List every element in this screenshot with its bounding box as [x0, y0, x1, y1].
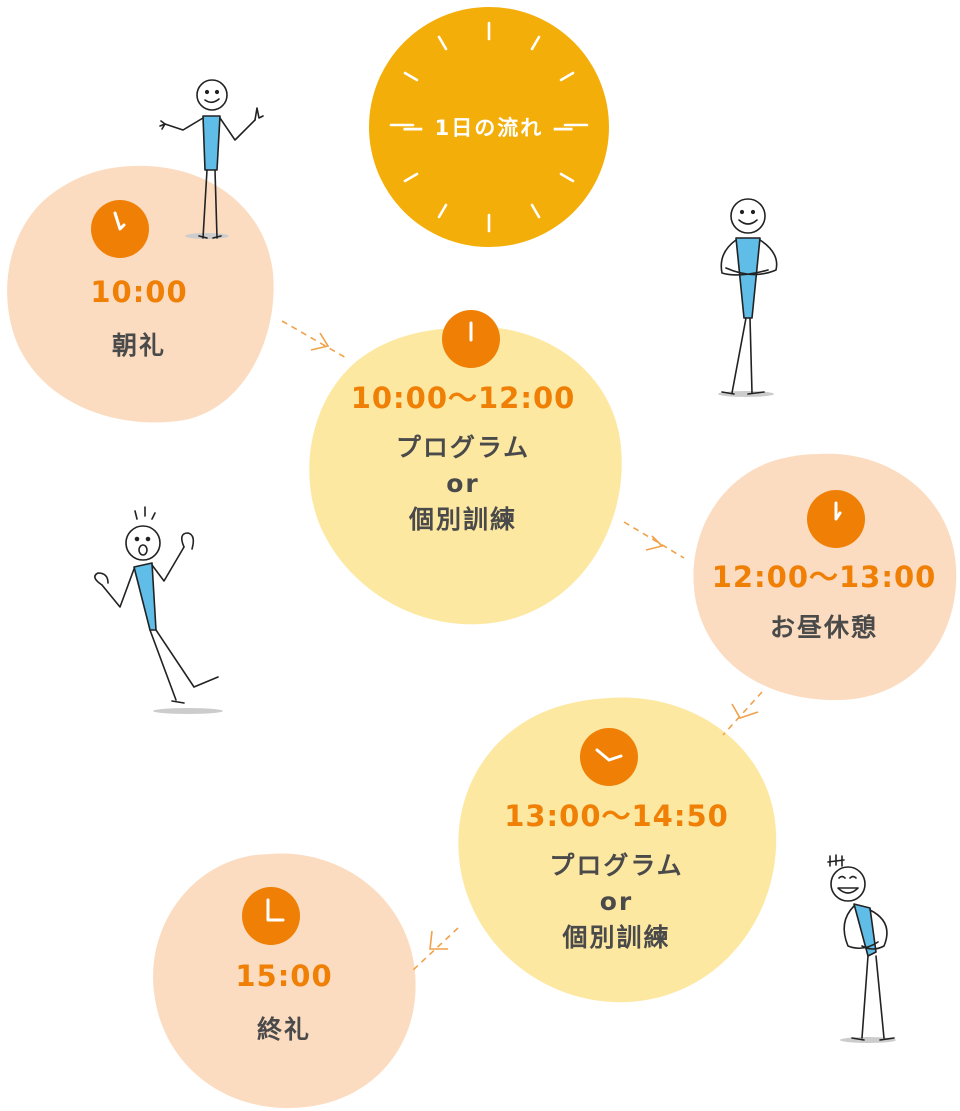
stick-figure-surprised	[90, 505, 230, 720]
clock-icon	[242, 887, 300, 945]
blob-background	[7, 165, 274, 423]
step-card-lunch-break: 12:00〜13:00 お昼休憩	[690, 452, 958, 702]
stick-figure-arms-crossed	[708, 198, 788, 403]
blob-background	[458, 697, 777, 1003]
clock-icon	[91, 200, 149, 258]
blob-background	[693, 453, 957, 701]
step-card-closing-meeting: 15:00 終礼	[150, 852, 418, 1110]
title-sun-badge: — 1日の流れ —	[367, 7, 611, 251]
step-time: 10:00〜12:00	[350, 381, 576, 415]
stick-figure-laughing	[818, 852, 918, 1052]
step-label: プログラム or 個別訓練	[549, 851, 684, 952]
step-label: 朝礼	[111, 331, 166, 360]
clock-icon	[580, 728, 638, 786]
step-card-morning-meeting: 10:00 朝礼	[3, 163, 275, 425]
step-label: プログラム or 個別訓練	[395, 433, 531, 534]
page-title: — 1日の流れ —	[402, 116, 576, 140]
sun-icon	[369, 7, 609, 247]
step-time: 15:00	[235, 959, 333, 993]
flow-arrow-4	[408, 925, 463, 975]
step-time: 12:00〜13:00	[711, 560, 937, 594]
step-card-morning-program: 10:00〜12:00 プログラム or 個別訓練	[303, 308, 623, 626]
clock-icon	[442, 310, 500, 368]
step-label: 終礼	[256, 1015, 311, 1044]
blob-background	[309, 326, 622, 625]
step-time: 13:00〜14:50	[504, 799, 729, 833]
flow-arrow-3	[718, 690, 768, 740]
stick-figure-shrugging	[155, 78, 270, 248]
step-card-afternoon-program: 13:00〜14:50 プログラム or 個別訓練	[454, 692, 779, 1004]
blob-background	[153, 853, 416, 1109]
clock-icon	[807, 490, 865, 548]
step-time: 10:00	[90, 275, 188, 309]
flow-arrow-2	[622, 518, 687, 563]
flow-arrow-1	[280, 315, 355, 365]
step-label: お昼休憩	[769, 613, 878, 642]
